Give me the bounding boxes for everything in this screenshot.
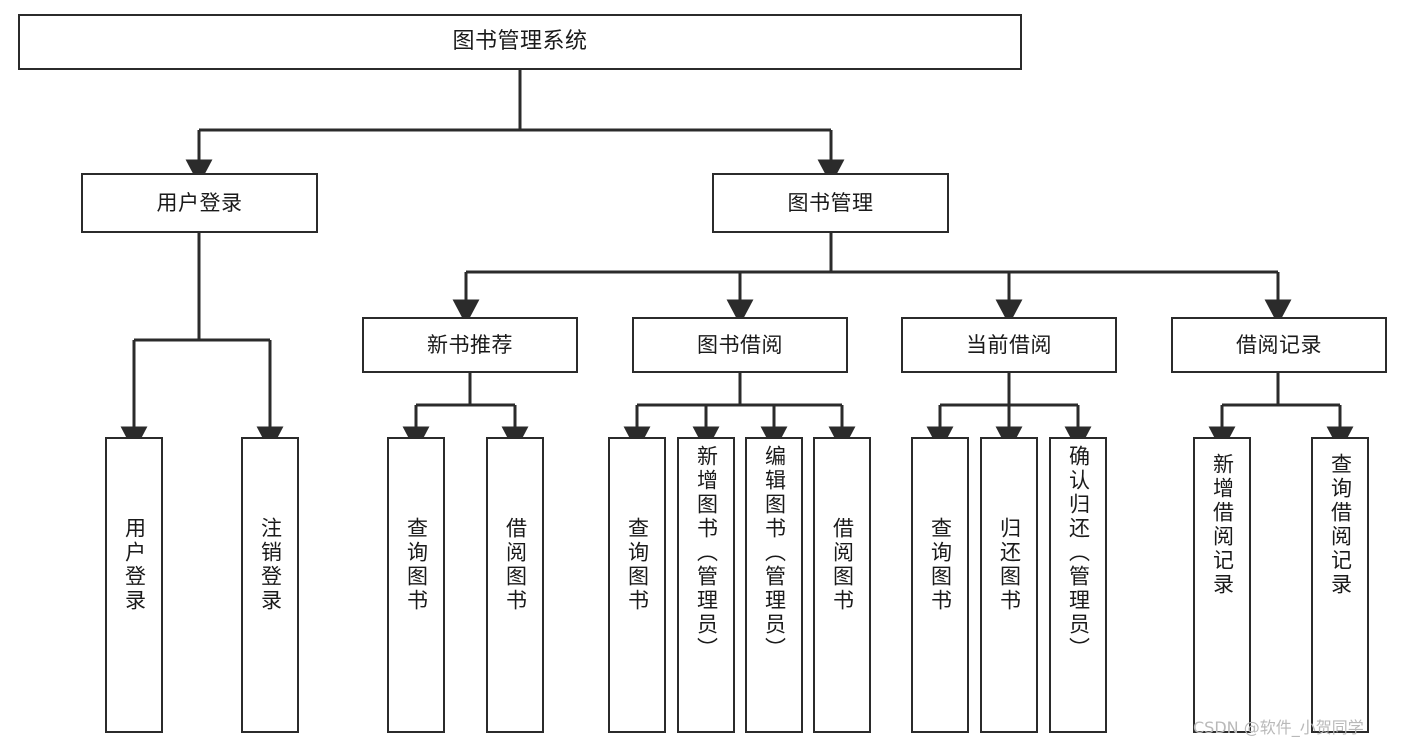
node-book-management[interactable]: 图书管理 — [712, 173, 949, 233]
leaf-query-borrow-record[interactable]: 查询借阅记录 — [1311, 437, 1369, 733]
node-current-borrow[interactable]: 当前借阅 — [901, 317, 1117, 373]
node-label: 图书借阅 — [697, 332, 783, 357]
node-label: 当前借阅 — [966, 332, 1052, 357]
node-label: 确认归还（管理员） — [1066, 445, 1091, 661]
node-label: 归还图书 — [997, 517, 1022, 613]
node-label: 新增图书（管理员） — [694, 445, 719, 661]
leaf-user-login[interactable]: 用户登录 — [105, 437, 163, 733]
leaf-confirm-return-admin[interactable]: 确认归还（管理员） — [1049, 437, 1107, 733]
node-borrow-record[interactable]: 借阅记录 — [1171, 317, 1387, 373]
node-label: 图书管理系统 — [452, 29, 588, 55]
node-label: 查询图书 — [928, 517, 953, 613]
leaf-add-borrow-record[interactable]: 新增借阅记录 — [1193, 437, 1251, 733]
leaf-edit-book-admin[interactable]: 编辑图书（管理员） — [745, 437, 803, 733]
leaf-logout[interactable]: 注销登录 — [241, 437, 299, 733]
node-label: 查询图书 — [625, 517, 650, 613]
node-label: 新增借阅记录 — [1210, 453, 1235, 597]
node-label: 用户登录 — [122, 517, 147, 613]
leaf-borrow-book[interactable]: 借阅图书 — [813, 437, 871, 733]
leaf-add-book-admin[interactable]: 新增图书（管理员） — [677, 437, 735, 733]
leaf-query-book-recommend[interactable]: 查询图书 — [387, 437, 445, 733]
node-book-borrow[interactable]: 图书借阅 — [632, 317, 848, 373]
watermark-text: CSDN @软件_小贺同学 — [1193, 718, 1364, 737]
leaf-return-book[interactable]: 归还图书 — [980, 437, 1038, 733]
node-label: 借阅图书 — [830, 517, 855, 613]
node-label: 用户登录 — [156, 190, 243, 215]
node-label: 借阅图书 — [503, 517, 528, 613]
node-root-system[interactable]: 图书管理系统 — [18, 14, 1022, 70]
leaf-query-book-borrow[interactable]: 查询图书 — [608, 437, 666, 733]
node-label: 查询借阅记录 — [1328, 453, 1353, 597]
node-label: 查询图书 — [404, 517, 429, 613]
leaf-borrow-book-recommend[interactable]: 借阅图书 — [486, 437, 544, 733]
node-label: 图书管理 — [787, 190, 874, 215]
node-label: 编辑图书（管理员） — [762, 445, 787, 661]
node-label: 新书推荐 — [427, 332, 513, 357]
node-label: 注销登录 — [258, 517, 283, 613]
node-new-book-recommend[interactable]: 新书推荐 — [362, 317, 578, 373]
node-user-login[interactable]: 用户登录 — [81, 173, 318, 233]
leaf-query-book-current[interactable]: 查询图书 — [911, 437, 969, 733]
node-label: 借阅记录 — [1236, 332, 1322, 357]
